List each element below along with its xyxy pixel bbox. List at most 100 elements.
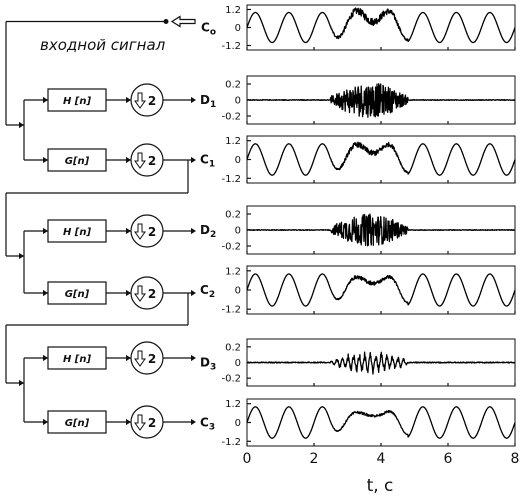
y-tick-label: 0 xyxy=(235,155,241,166)
arrow-head xyxy=(126,156,131,164)
arrow-head xyxy=(126,96,131,104)
row-label-d3: D3 xyxy=(200,356,216,373)
filter-stage-3: H [n]2G[n]2 xyxy=(5,325,196,439)
arrow-head xyxy=(43,354,48,362)
y-tick-label: -0.2 xyxy=(221,112,241,123)
signal-plots: 1.20-1.2Co0.20-0.2D11.20-1.2C10.20-0.2D2… xyxy=(200,4,520,496)
g-filter-label: G[n] xyxy=(65,418,90,429)
g-filter-label: G[n] xyxy=(65,289,90,300)
y-tick-label: -1.2 xyxy=(221,305,241,316)
signal-trace-d1 xyxy=(246,83,516,118)
downsample-factor: 2 xyxy=(148,352,156,366)
h-filter-label: H [n] xyxy=(63,354,92,365)
downsample-arrow-icon xyxy=(134,414,146,431)
arrow-head xyxy=(43,227,48,235)
arrow-head xyxy=(43,96,48,104)
row-label-c3: C3 xyxy=(200,416,215,433)
y-tick-label: -0.2 xyxy=(221,242,241,253)
y-tick-label: 0 xyxy=(235,286,241,297)
x-tick-label: 0 xyxy=(243,451,252,467)
downsample-factor: 2 xyxy=(148,225,156,239)
arrow-head xyxy=(126,418,131,426)
plot-c3: 1.2 0 -1.2 C3 xyxy=(200,398,516,448)
plot-d1: 0.2 0 -0.2 D1 xyxy=(200,75,516,125)
y-tick-label: 0.2 xyxy=(225,210,241,221)
arrow-head xyxy=(126,289,131,297)
arrow-head xyxy=(191,227,196,235)
y-tick-label: -1.2 xyxy=(221,41,241,52)
signal-trace-c1 xyxy=(246,141,516,176)
filter-stage-2: H [n]2G[n]2 xyxy=(5,193,196,326)
arrow-head xyxy=(126,354,131,362)
plot-c1: 1.2 0 -1.2 C1 xyxy=(200,135,516,185)
arrow-head xyxy=(43,289,48,297)
y-tick-label: 1.2 xyxy=(225,266,241,277)
plot-c2: 1.2 0 -1.2 C2 xyxy=(200,265,516,316)
h-filter-label: H [n] xyxy=(63,227,92,238)
h-filter-label: H [n] xyxy=(63,96,92,107)
arrow-head xyxy=(191,96,196,104)
x-axis-label: t, c xyxy=(367,476,394,496)
y-tick-label: 0 xyxy=(235,23,241,34)
input-arrow-icon xyxy=(170,15,196,28)
signal-trace-c2 xyxy=(246,273,516,307)
x-tick-label: 2 xyxy=(310,451,319,467)
downsample-factor: 2 xyxy=(148,154,156,168)
downsample-factor: 2 xyxy=(148,94,156,108)
input-signal-label: входной сигнал xyxy=(40,36,166,54)
arrow-head xyxy=(19,379,24,387)
y-tick-label: 0 xyxy=(235,96,241,107)
signal-trace-d3 xyxy=(246,351,516,375)
arrow-head xyxy=(191,289,196,297)
downsample-arrow-icon xyxy=(134,350,146,367)
plot-co: 1.2 0 -1.2 Co xyxy=(201,4,516,52)
plot-frame xyxy=(246,4,516,51)
y-tick-label: -0.2 xyxy=(221,374,241,385)
y-tick-label: 1.2 xyxy=(225,136,241,147)
signal-trace-co xyxy=(246,7,516,44)
row-label-c1: C1 xyxy=(200,153,215,170)
arrow-head xyxy=(191,354,196,362)
x-tick-label: 8 xyxy=(511,451,520,467)
downsample-factor: 2 xyxy=(148,287,156,301)
arrow-head xyxy=(126,227,131,235)
y-tick-label: 0 xyxy=(235,418,241,429)
row-label-co: Co xyxy=(201,21,216,38)
x-tick-label: 4 xyxy=(377,451,386,467)
plot-d3: 0.2 0 -0.2 D3 xyxy=(200,338,516,387)
row-label-d2: D2 xyxy=(200,223,216,240)
arrow-head xyxy=(43,418,48,426)
downsample-factor: 2 xyxy=(148,416,156,430)
arrow-head xyxy=(43,156,48,164)
y-tick-label: 0.2 xyxy=(225,342,241,353)
row-label-c2: C2 xyxy=(200,283,215,300)
y-tick-label: 0 xyxy=(235,226,241,237)
y-tick-label: 1.2 xyxy=(225,399,241,410)
plot-frame xyxy=(246,265,516,315)
plot-frame xyxy=(246,398,516,447)
downsample-arrow-icon xyxy=(134,152,146,169)
g-filter-label: G[n] xyxy=(65,156,90,167)
filter-bank-schematic: H [n]2G[n]2H [n]2G[n]2H [n]2G[n]2 xyxy=(5,15,196,439)
downsample-arrow-icon xyxy=(134,223,146,240)
y-tick-label: 0.2 xyxy=(225,80,241,91)
arrow-head xyxy=(191,156,196,164)
arrow-head xyxy=(191,418,196,426)
y-tick-label: -1.2 xyxy=(221,174,241,185)
x-tick-label: 6 xyxy=(444,451,453,467)
signal-trace-c3 xyxy=(246,406,516,439)
signal-trace-d2 xyxy=(246,213,516,247)
filter-stage-1: H [n]2G[n]2 xyxy=(5,21,196,194)
plot-d2: 0.2 0 -0.2 D2 xyxy=(200,205,516,255)
arrow-head xyxy=(19,121,24,129)
downsample-arrow-icon xyxy=(134,285,146,302)
y-tick-label: -1.2 xyxy=(221,437,241,448)
arrow-head xyxy=(19,252,24,260)
y-tick-label: 1.2 xyxy=(225,5,241,16)
downsample-arrow-icon xyxy=(134,92,146,109)
y-tick-label: 0 xyxy=(235,358,241,369)
row-label-d1: D1 xyxy=(200,93,216,110)
plot-frame xyxy=(246,135,516,184)
